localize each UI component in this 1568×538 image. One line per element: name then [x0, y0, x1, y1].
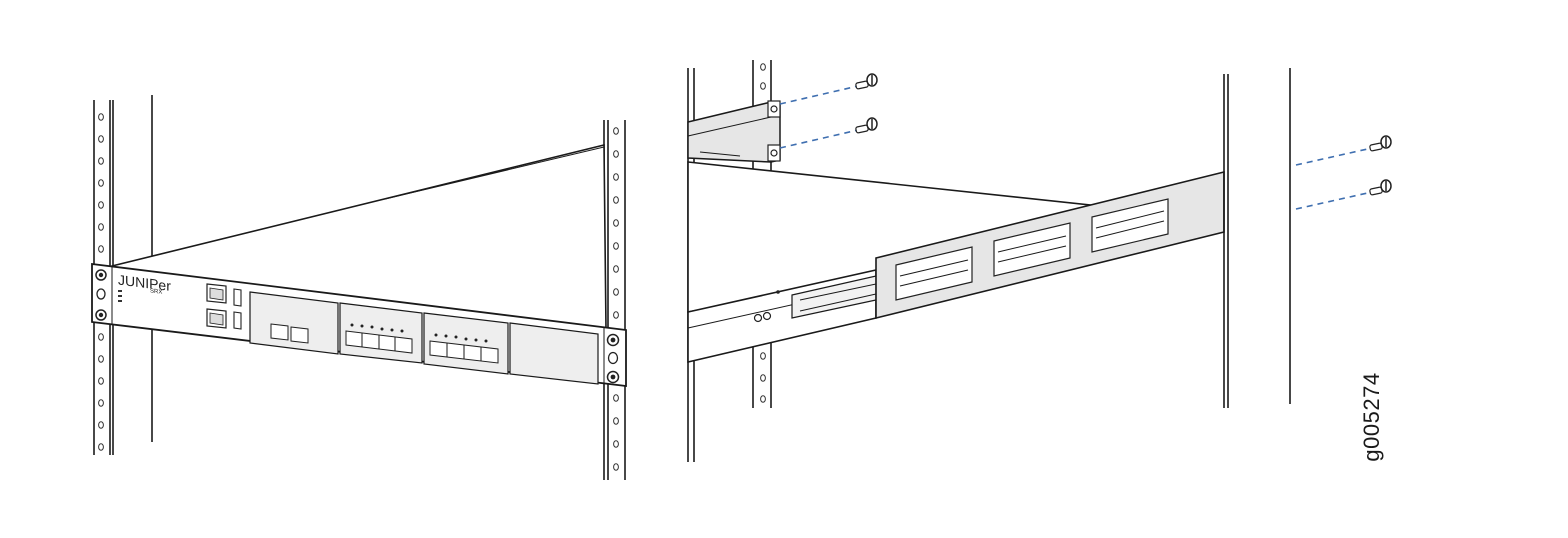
right-left-post-holes: [760, 63, 766, 403]
left-rear-post-holes: [98, 113, 104, 451]
left-front-rack-post: [603, 120, 626, 480]
outer-rail: [875, 170, 1225, 320]
device-with-rails: [687, 161, 1225, 364]
status-leds: [118, 290, 122, 302]
right-middle-rack-post: [1223, 74, 1229, 408]
device-chassis: JUNIPer SRX: [91, 143, 627, 388]
front-bracket-screws: [779, 73, 878, 149]
screw-icon: [1369, 179, 1392, 196]
module-bay-3: [423, 312, 509, 375]
front-mounting-bracket: [687, 100, 781, 163]
module-bay-1: [249, 291, 339, 355]
rear-rail-screws: [1295, 135, 1392, 210]
figure-id-label-container: g005274: [1352, 372, 1392, 462]
module-bay-2: [339, 302, 423, 364]
device-brand-logo: JUNIPer: [118, 272, 171, 294]
screw-icon: [855, 117, 878, 134]
right-figure-rail-installation: [687, 60, 1392, 462]
module-bay-4: [509, 322, 599, 385]
screw-icon: [855, 73, 878, 90]
figure-id-label: g005274: [1359, 372, 1384, 462]
left-front-post-holes: [613, 127, 619, 471]
management-ports: [206, 283, 242, 330]
right-ear-screws: [606, 333, 620, 384]
device-model-label: SRX: [150, 288, 162, 295]
left-ear-screws: [95, 269, 107, 321]
left-figure-installed-device: JUNIPer SRX: [91, 95, 627, 480]
screw-icon: [1369, 135, 1392, 152]
